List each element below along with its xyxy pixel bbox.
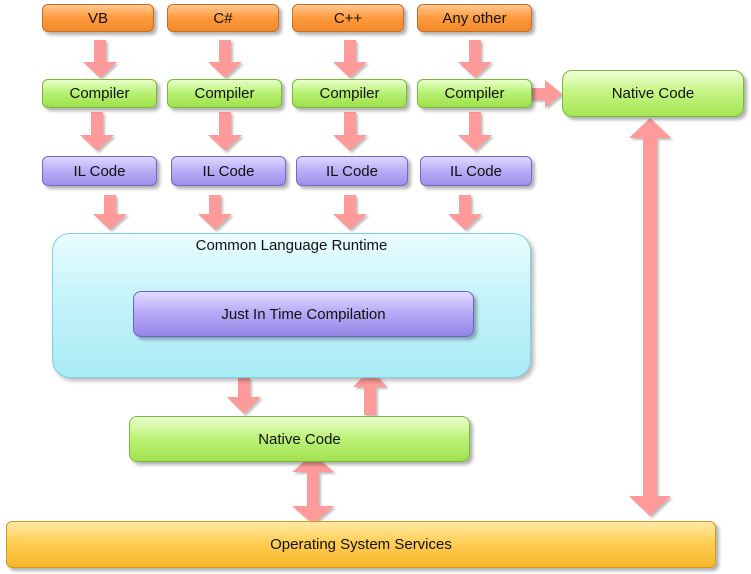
arrow-il-to-clr-2	[198, 195, 232, 230]
compiler-box-4: Compiler	[417, 79, 532, 108]
compiler-label: Compiler	[444, 85, 505, 102]
il-code-label: IL Code	[73, 162, 126, 180]
arrow-native-code-os-bidirectional	[292, 454, 334, 524]
arrow-csharp-to-compiler	[208, 40, 242, 78]
compiler-box-3: Compiler	[292, 79, 407, 108]
jit-label: Just In Time Compilation	[221, 305, 386, 323]
arrow-il-to-clr-4	[448, 195, 482, 230]
jit-compilation-box: Just In Time Compilation	[133, 291, 474, 337]
arrow-compiler-to-il-1	[80, 112, 114, 151]
compiler-label: Compiler	[319, 85, 380, 102]
language-label: C++	[333, 9, 363, 27]
compiler-box-2: Compiler	[167, 79, 282, 108]
il-code-label: IL Code	[326, 162, 378, 180]
language-label: C#	[213, 9, 233, 27]
arrow-native-code-to-clr	[353, 369, 387, 415]
il-code-box-3: IL Code	[296, 156, 408, 186]
native-code-label: Native Code	[258, 430, 341, 448]
native-code-box-top: Native Code	[562, 70, 744, 117]
language-label: VB	[87, 9, 108, 27]
arrow-cpp-to-compiler	[333, 40, 367, 78]
arrow-compiler-to-native-code	[530, 80, 562, 108]
compiler-label: Compiler	[69, 85, 130, 102]
os-label: Operating System Services	[270, 536, 452, 553]
language-box-csharp: C#	[167, 4, 279, 32]
clr-title: Common Language Runtime	[195, 237, 388, 254]
native-code-box-bottom: Native Code	[129, 416, 470, 462]
arrow-native-code-os-long-bidirectional	[629, 118, 671, 516]
arrow-clr-to-native-code	[227, 378, 261, 414]
il-code-label: IL Code	[450, 162, 502, 180]
il-code-box-2: IL Code	[171, 156, 286, 186]
language-box-vb: VB	[42, 4, 154, 32]
compiler-box-1: Compiler	[42, 79, 157, 108]
language-box-any-other: Any other	[417, 4, 532, 32]
arrow-compiler-to-il-4	[458, 112, 492, 151]
il-code-box-4: IL Code	[420, 156, 532, 186]
il-code-box-1: IL Code	[42, 156, 157, 186]
il-code-label: IL Code	[202, 162, 255, 180]
language-label: Any other	[442, 9, 507, 27]
compiler-label: Compiler	[194, 85, 255, 102]
arrow-other-to-compiler	[458, 40, 492, 78]
native-code-label: Native Code	[611, 85, 695, 102]
arrow-vb-to-compiler	[83, 40, 117, 78]
arrow-il-to-clr-1	[93, 195, 127, 230]
arrow-il-to-clr-3	[333, 195, 367, 230]
arrow-compiler-to-il-3	[333, 112, 367, 151]
language-box-cpp: C++	[292, 4, 404, 32]
operating-system-services-box: Operating System Services	[6, 521, 716, 568]
arrow-compiler-to-il-2	[208, 112, 242, 151]
